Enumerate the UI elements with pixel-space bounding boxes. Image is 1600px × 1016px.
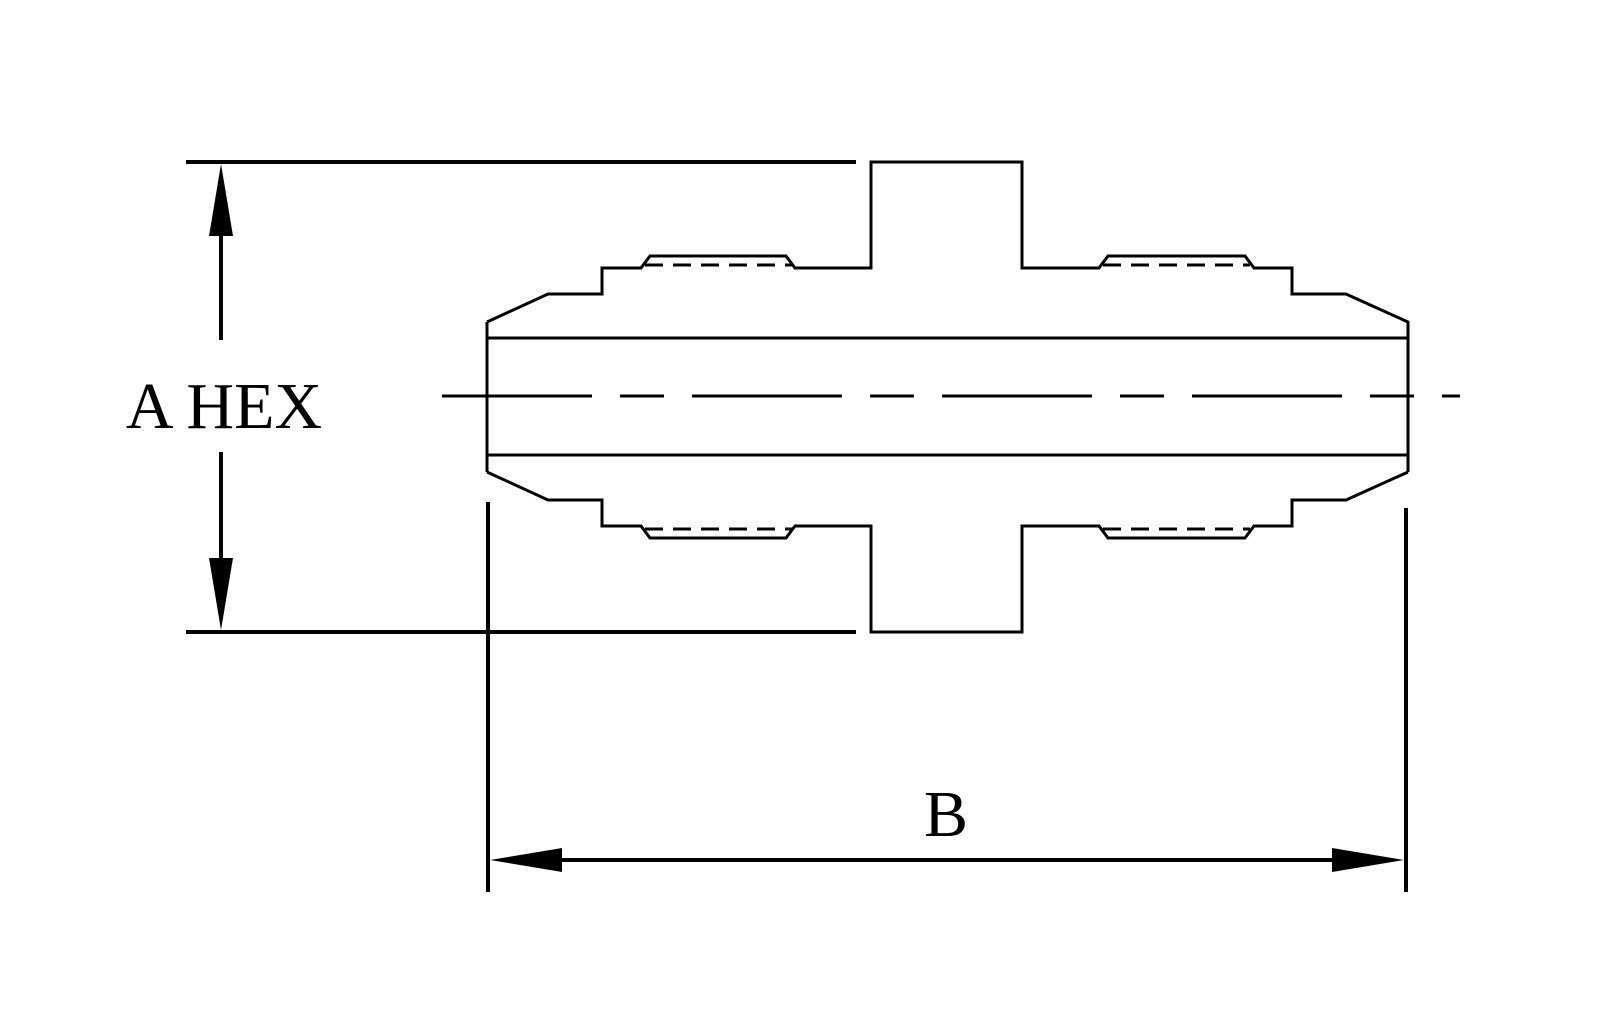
arrowhead-b-left <box>490 848 562 872</box>
hidden-thread-lines <box>645 263 1250 531</box>
dimension-a-hex <box>186 160 856 634</box>
dimension-b <box>486 502 1408 892</box>
arrowhead-b-right <box>1332 848 1404 872</box>
arrowhead-a-bottom <box>209 558 233 630</box>
fitting-bottom-outline <box>486 470 1409 634</box>
label-a-hex: A HEX <box>126 370 322 443</box>
arrowhead-a-top <box>209 164 233 236</box>
fitting-body <box>485 160 1410 634</box>
label-b: B <box>924 778 968 851</box>
